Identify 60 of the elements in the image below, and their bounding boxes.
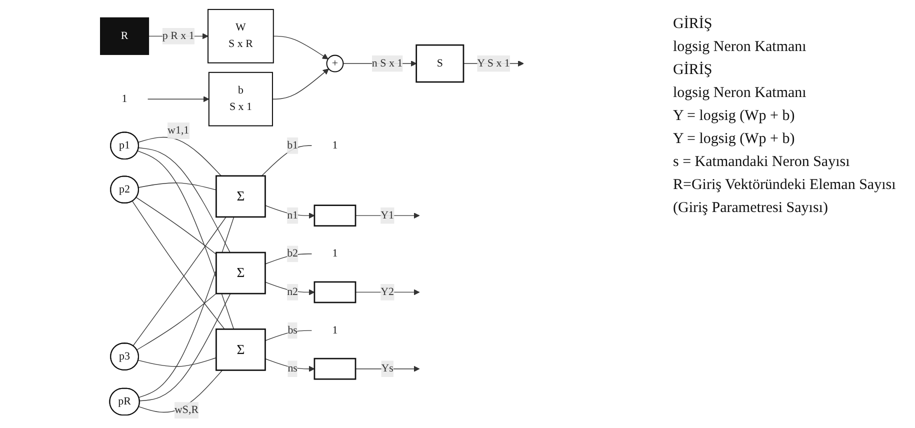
arrow bbox=[147, 96, 210, 102]
arrow bbox=[272, 68, 329, 100]
arrow bbox=[355, 289, 420, 296]
node-box: b S x 1 bbox=[208, 72, 273, 126]
note-text: GİRİŞ bbox=[673, 62, 714, 79]
node-circle: + bbox=[326, 54, 344, 72]
note-text: GİRİŞ bbox=[673, 16, 714, 33]
node-box: Σ bbox=[216, 252, 266, 294]
note-text: (Giriş Parametresi Sayısı) bbox=[673, 200, 829, 217]
edge-label: p R x 1 bbox=[162, 30, 194, 42]
node-box bbox=[314, 281, 356, 304]
note-text: Y = logsig (Wp + b) bbox=[673, 131, 796, 148]
connector bbox=[138, 216, 234, 398]
node-box: Σ bbox=[216, 328, 266, 371]
edge-label: Y2 bbox=[380, 286, 394, 298]
arrow bbox=[264, 205, 315, 219]
connector bbox=[138, 147, 230, 253]
note-text: R=Giriş Vektöründeki Eleman Sayısı bbox=[673, 177, 897, 194]
node-box bbox=[314, 358, 356, 380]
note-text: logsig Neron Katmanı bbox=[673, 39, 808, 56]
arrow bbox=[264, 282, 315, 296]
edge-label: Y1 bbox=[380, 209, 394, 222]
connector bbox=[138, 357, 217, 367]
edge-label: wS,R bbox=[174, 404, 199, 416]
node-box: W S x R bbox=[208, 8, 274, 64]
edge-label: b1 bbox=[287, 139, 298, 152]
node-box: S bbox=[416, 44, 464, 83]
arrow bbox=[355, 212, 420, 219]
node-box bbox=[314, 204, 356, 227]
connector bbox=[264, 330, 312, 341]
node-text: 1 bbox=[332, 139, 338, 152]
connector bbox=[261, 145, 312, 176]
edge-label: ns bbox=[288, 362, 298, 374]
arrow bbox=[355, 366, 420, 372]
node-text: 1 bbox=[122, 92, 128, 105]
node-box: Σ bbox=[216, 175, 266, 218]
connector bbox=[132, 216, 226, 346]
connector bbox=[264, 254, 312, 264]
edge-label: w1,1 bbox=[168, 124, 190, 136]
edge-label: n2 bbox=[287, 286, 298, 298]
note-text: Y = logsig (Wp + b) bbox=[673, 108, 796, 125]
edge-label: b2 bbox=[287, 248, 298, 260]
node-box: R bbox=[100, 17, 150, 55]
connector bbox=[136, 293, 217, 350]
edge-label: n1 bbox=[287, 209, 298, 222]
connector bbox=[139, 293, 231, 402]
edge-label: n S x 1 bbox=[372, 57, 403, 69]
edge-label: bs bbox=[288, 324, 298, 336]
node-text: 1 bbox=[332, 324, 338, 336]
connector bbox=[136, 197, 217, 255]
connector bbox=[138, 136, 222, 176]
connector bbox=[138, 150, 234, 330]
edge-label: Y S x 1 bbox=[477, 57, 510, 69]
edge-label: Ys bbox=[381, 362, 394, 374]
arrow bbox=[273, 36, 328, 60]
note-text: s = Katmandaki Neron Sayısı bbox=[673, 154, 851, 171]
node-text: 1 bbox=[332, 248, 338, 260]
note-text: logsig Neron Katmanı bbox=[673, 85, 808, 102]
connector bbox=[138, 182, 217, 190]
connector bbox=[132, 200, 225, 330]
